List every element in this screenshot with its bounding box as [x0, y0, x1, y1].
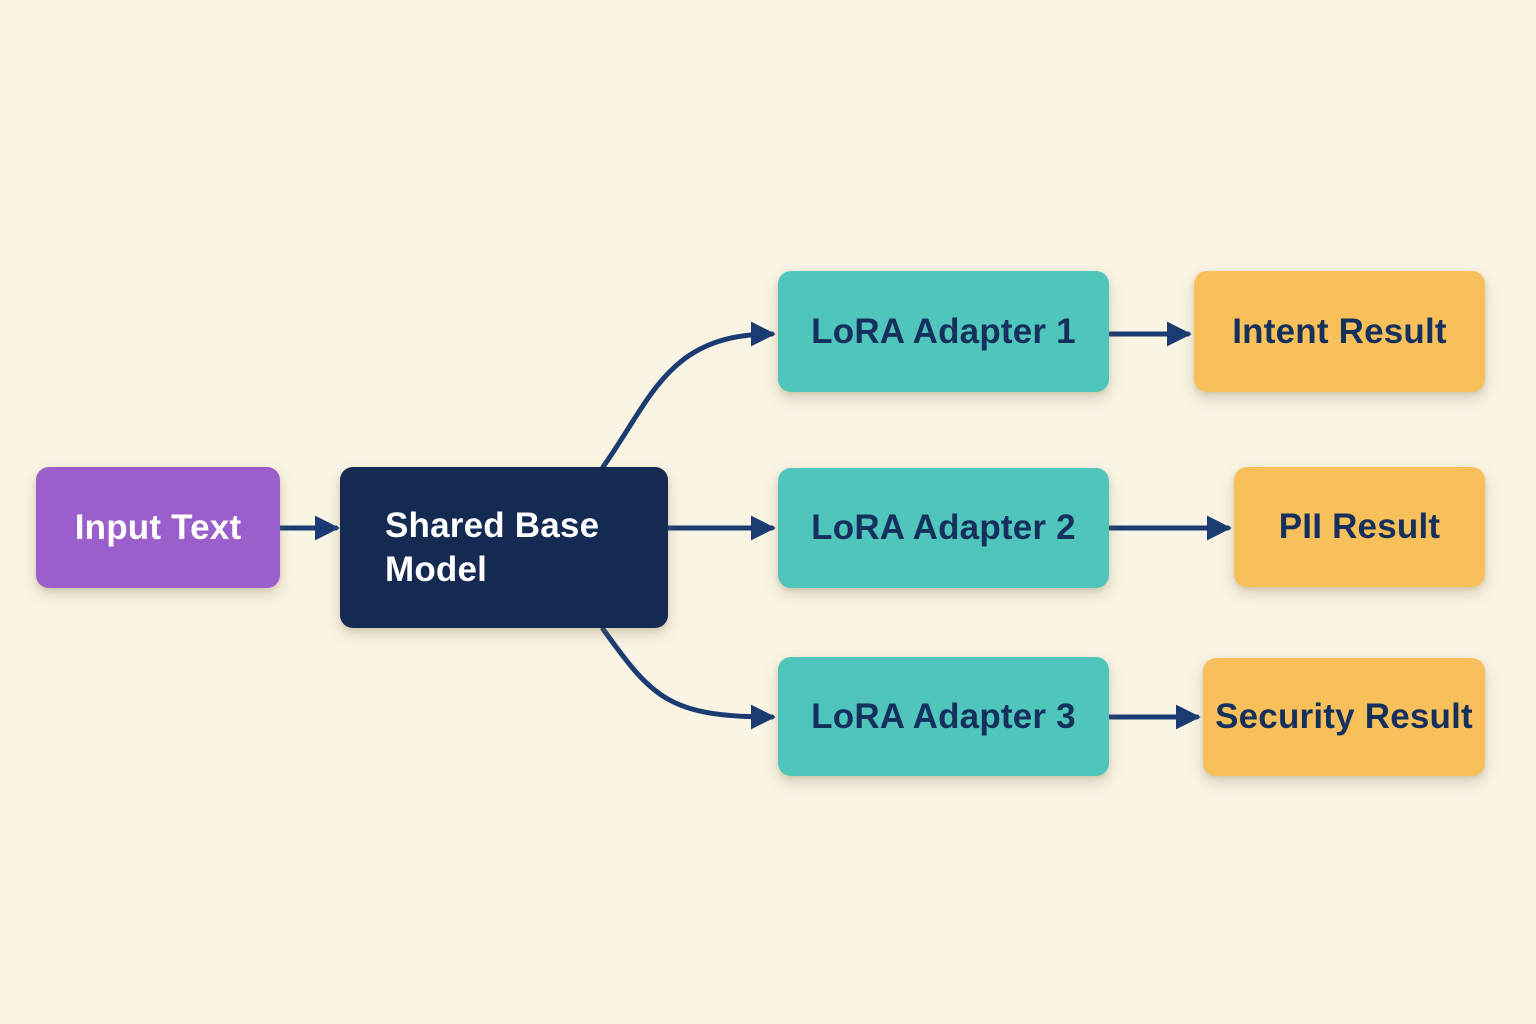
- input-text-label: Input Text: [74, 507, 242, 547]
- lora-adapter-1-node: LoRA Adapter 1: [778, 271, 1109, 392]
- pii-result-label: PII Result: [1278, 507, 1441, 546]
- edge-base-to-adapter-3: [600, 626, 776, 730]
- intent-result-label: Intent Result: [1232, 311, 1447, 351]
- shared-base-model-node: Shared Base Model: [340, 467, 668, 628]
- edge-base-to-adapter-1: [600, 321, 776, 470]
- pii-result-node: PII Result: [1234, 467, 1485, 587]
- lora-adapter-1-label: LoRA Adapter 1: [811, 311, 1076, 351]
- lora-adapter-2-node: LoRA Adapter 2: [778, 468, 1109, 588]
- lora-adapter-3-node: LoRA Adapter 3: [778, 657, 1109, 776]
- shared-base-model-label: Shared Base Model: [385, 505, 600, 589]
- security-result-label: Security Result: [1215, 697, 1473, 736]
- lora-adapter-3-label: LoRA Adapter 3: [811, 696, 1076, 736]
- lora-adapter-2-label: LoRA Adapter 2: [811, 508, 1076, 547]
- intent-result-node: Intent Result: [1194, 271, 1485, 392]
- input-text-node: Input Text: [36, 467, 280, 588]
- security-result-node: Security Result: [1203, 658, 1485, 776]
